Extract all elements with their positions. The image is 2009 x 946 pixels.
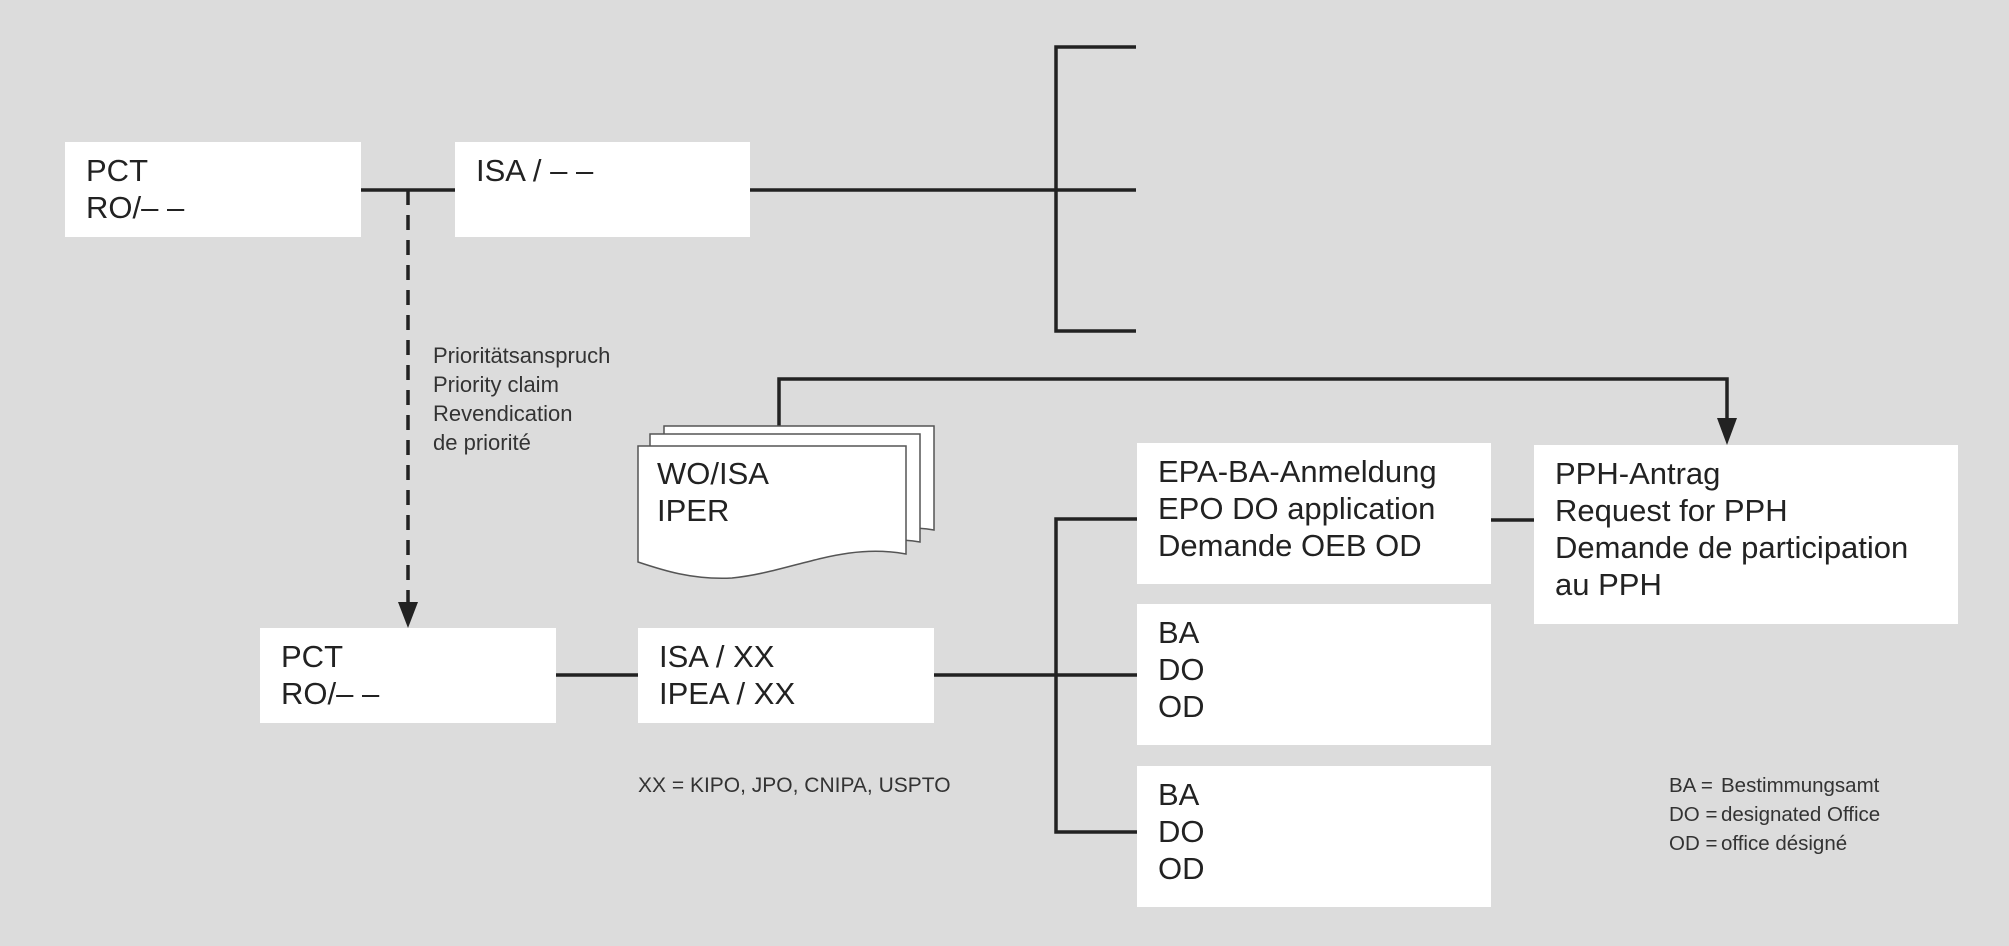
pph-arrowhead — [1717, 418, 1737, 445]
designated-office-box-1: BA DO OD — [1137, 604, 1491, 745]
legend-text-od: office désigné — [1721, 832, 1847, 855]
xx-note: XX = KIPO, JPO, CNIPA, USPTO — [638, 771, 951, 800]
pct-ro-bottom-line-2: RO/– – — [281, 675, 556, 712]
epo-do-application-box: EPA-BA-Anmeldung EPO DO application Dema… — [1137, 443, 1491, 584]
document-stack-line-1: WO/ISA — [657, 455, 769, 492]
legend-row-ba: BA =Bestimmungsamt — [1669, 771, 1880, 800]
priority-claim-line-3: Revendication — [433, 399, 610, 428]
legend-abbr-do: DO = — [1669, 800, 1721, 829]
isa-top-line-1: ISA / – – — [476, 152, 750, 189]
designated-office-1-line-3: OD — [1158, 688, 1491, 725]
pph-line-2: Request for PPH — [1555, 492, 1958, 529]
priority-claim-line-2: Priority claim — [433, 370, 610, 399]
pct-ro-box-top: PCT RO/– – — [65, 142, 361, 237]
designated-office-2-line-2: DO — [1158, 813, 1491, 850]
designated-office-1-line-2: DO — [1158, 651, 1491, 688]
isa-box-top: ISA / – – — [455, 142, 750, 237]
pph-line-4: au PPH — [1555, 566, 1958, 603]
document-stack-line-2: IPER — [657, 492, 769, 529]
pph-line-3: Demande de participation — [1555, 529, 1958, 566]
priority-claim-line-1: Prioritätsanspruch — [433, 341, 610, 370]
priority-claim-label: Prioritätsanspruch Priority claim Revend… — [433, 341, 610, 457]
epo-do-line-1: EPA-BA-Anmeldung — [1158, 453, 1491, 490]
legend: BA =Bestimmungsamt DO =designated Office… — [1669, 771, 1880, 858]
pph-request-box: PPH-Antrag Request for PPH Demande de pa… — [1534, 445, 1958, 624]
priority-claim-arrowhead — [398, 602, 418, 628]
epo-do-line-2: EPO DO application — [1158, 490, 1491, 527]
designated-office-1-line-1: BA — [1158, 614, 1491, 651]
legend-abbr-od: OD = — [1669, 829, 1721, 858]
pph-line-1: PPH-Antrag — [1555, 455, 1958, 492]
legend-text-do: designated Office — [1721, 803, 1880, 826]
pct-ro-top-line-2: RO/– – — [86, 189, 361, 226]
legend-abbr-ba: BA = — [1669, 771, 1721, 800]
legend-text-ba: Bestimmungsamt — [1721, 774, 1879, 797]
designated-office-2-line-1: BA — [1158, 776, 1491, 813]
legend-row-do: DO =designated Office — [1669, 800, 1880, 829]
designated-office-box-2: BA DO OD — [1137, 766, 1491, 907]
isa-ipea-line-1: ISA / XX — [659, 638, 934, 675]
pct-ro-top-line-1: PCT — [86, 152, 361, 189]
legend-row-od: OD =office désigné — [1669, 829, 1880, 858]
epo-do-line-3: Demande OEB OD — [1158, 527, 1491, 564]
priority-claim-line-4: de priorité — [433, 428, 610, 457]
pct-ro-bottom-line-1: PCT — [281, 638, 556, 675]
designated-office-2-line-3: OD — [1158, 850, 1491, 887]
document-stack-label: WO/ISA IPER — [657, 455, 769, 529]
xx-note-text: XX = KIPO, JPO, CNIPA, USPTO — [638, 771, 951, 800]
isa-ipea-line-2: IPEA / XX — [659, 675, 934, 712]
isa-ipea-box-bottom: ISA / XX IPEA / XX — [638, 628, 934, 723]
pct-ro-box-bottom: PCT RO/– – — [260, 628, 556, 723]
connector-docs-to-pph — [779, 379, 1727, 427]
